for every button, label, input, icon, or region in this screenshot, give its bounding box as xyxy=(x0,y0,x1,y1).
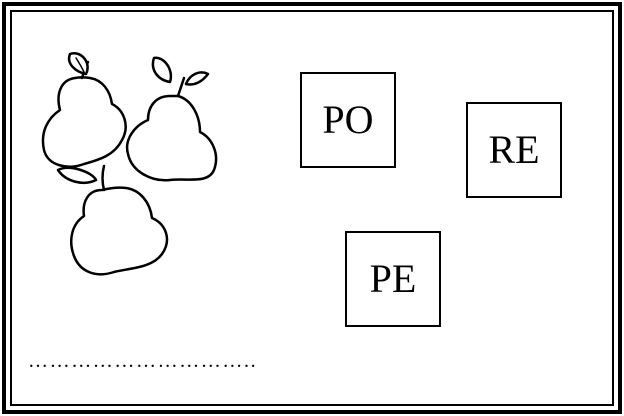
syllable-label: PO xyxy=(322,97,374,142)
pear-icon xyxy=(41,51,127,168)
worksheet-inner-border xyxy=(10,10,614,406)
pear-icon xyxy=(125,56,218,182)
answer-dotted-line[interactable]: ………………………….. xyxy=(28,350,258,372)
syllable-card-po: PO xyxy=(300,72,396,168)
syllable-label: PE xyxy=(369,256,417,301)
syllable-card-pe: PE xyxy=(345,231,441,327)
pear-icon xyxy=(56,164,169,276)
pears-icon xyxy=(41,51,218,276)
syllable-card-re: RE xyxy=(466,102,562,198)
syllable-label: RE xyxy=(488,127,540,172)
